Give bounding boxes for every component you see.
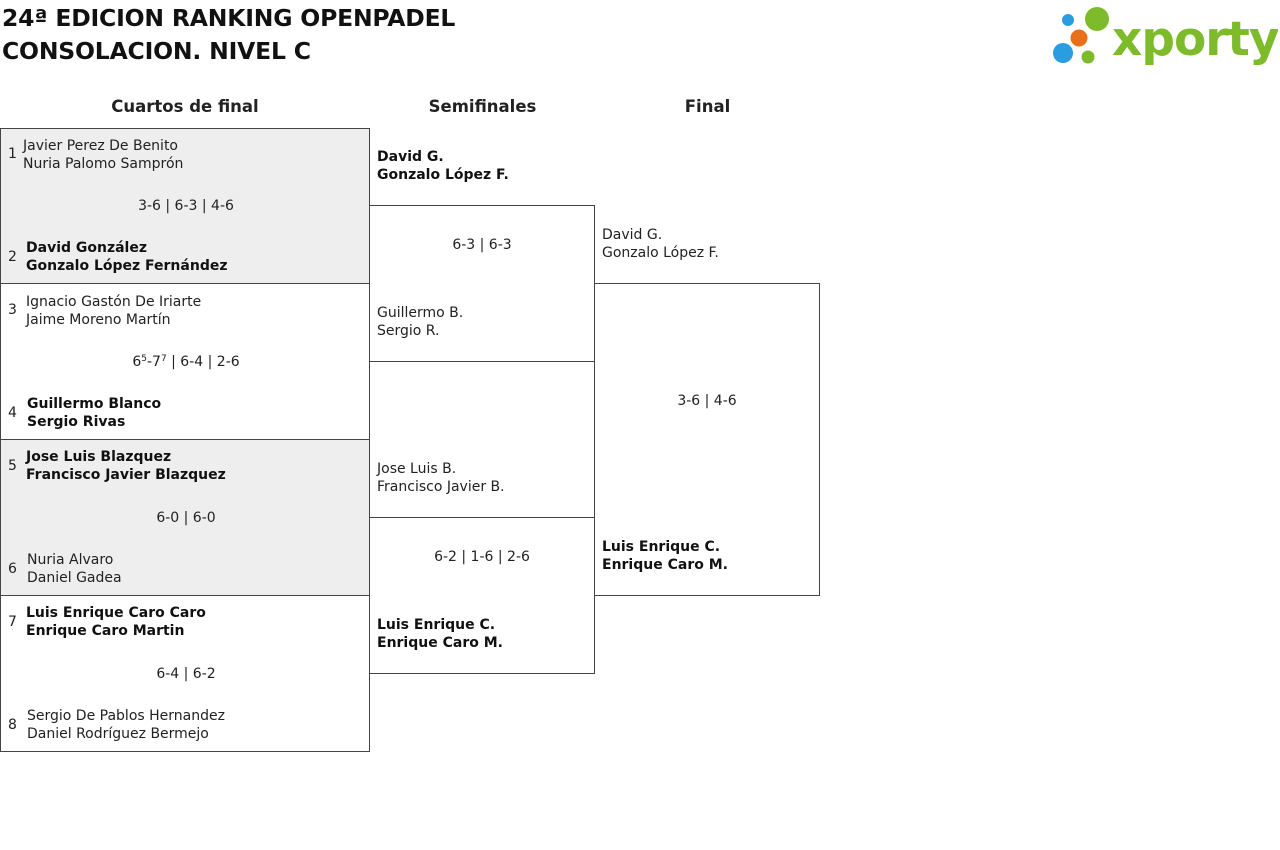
match-score: 65-77 | 6-4 | 2-6 — [132, 354, 240, 370]
player-name: David G. — [377, 149, 444, 165]
quarterfinal-match-4: 7 Luis Enrique Caro Caro Enrique Caro Ma… — [0, 595, 370, 752]
seed-number: 8 — [8, 717, 17, 733]
semifinal-match-1: 6-3 | 6-3 Guillermo B. Sergio R. — [369, 205, 595, 362]
player-name: Gonzalo López F. — [602, 245, 719, 261]
match-score: 3-6 | 4-6 — [677, 393, 737, 409]
player-name: Jose Luis Blazquez — [26, 449, 172, 465]
quarterfinal-match-1: 1 Javier Perez De Benito Nuria Palomo Sa… — [0, 128, 370, 284]
match-score: 6-4 | 6-2 — [156, 666, 216, 682]
final-team-bottom-winner: Luis Enrique C. Enrique Caro M. — [602, 538, 728, 574]
logo-text: xporty — [1112, 12, 1278, 67]
semifinal-2-team-bottom-winner: Luis Enrique C. Enrique Caro M. — [377, 616, 503, 652]
seed-number: 2 — [8, 249, 17, 265]
final-team-top: David G. Gonzalo López F. — [602, 226, 719, 262]
player-name: Luis Enrique C. — [602, 539, 721, 555]
player-name: Francisco Javier B. — [377, 479, 505, 495]
match-score: 6-2 | 1-6 | 2-6 — [434, 549, 530, 565]
player-name: Jaime Moreno Martín — [26, 312, 171, 328]
final-match: 3-6 | 4-6 Luis Enrique C. Enrique Caro M… — [594, 283, 820, 596]
player-name: Enrique Caro M. — [377, 635, 503, 651]
team-2-winner: David González Gonzalo López Fernández — [26, 239, 227, 275]
title-line-1: 24ª EDICION RANKING OPENPADEL — [2, 4, 456, 32]
seed-number: 3 — [8, 302, 17, 318]
seed-number: 7 — [8, 614, 17, 630]
semifinal-match-2: 6-2 | 1-6 | 2-6 Luis Enrique C. Enrique … — [369, 517, 595, 674]
player-name: Sergio Rivas — [27, 414, 126, 430]
semifinal-1-team-bottom: Guillermo B. Sergio R. — [377, 304, 463, 340]
round-header-semifinals: Semifinales — [428, 97, 537, 116]
match-score: 3-6 | 6-3 | 4-6 — [138, 198, 234, 214]
xporty-logo: xporty — [1050, 4, 1278, 68]
semifinal-2-team-top: Jose Luis B. Francisco Javier B. — [377, 460, 505, 496]
team-6: Nuria Alvaro Daniel Gadea — [27, 551, 122, 587]
team-3: Ignacio Gastón De Iriarte Jaime Moreno M… — [26, 293, 201, 329]
player-name: Ignacio Gastón De Iriarte — [26, 294, 202, 310]
team-8: Sergio De Pablos Hernandez Daniel Rodríg… — [27, 707, 225, 743]
player-name: Francisco Javier Blazquez — [26, 467, 226, 483]
page-title: 24ª EDICION RANKING OPENPADEL CONSOLACIO… — [2, 2, 455, 68]
player-name: Nuria Alvaro — [27, 552, 114, 568]
player-name: Javier Perez De Benito — [23, 138, 178, 154]
player-name: David González — [26, 240, 148, 256]
team-7-winner: Luis Enrique Caro Caro Enrique Caro Mart… — [26, 604, 206, 640]
title-line-2: CONSOLACION. NIVEL C — [2, 37, 311, 65]
team-4-winner: Guillermo Blanco Sergio Rivas — [27, 395, 161, 431]
player-name: Luis Enrique C. — [377, 617, 496, 633]
quarterfinal-match-2: 3 Ignacio Gastón De Iriarte Jaime Moreno… — [0, 283, 370, 440]
player-name: Jose Luis B. — [377, 461, 457, 477]
semifinal-1-team-top-winner: David G. Gonzalo López F. — [377, 148, 509, 184]
player-name: Guillermo Blanco — [27, 396, 162, 412]
player-name: Nuria Palomo Samprón — [23, 156, 184, 172]
match-score: 6-0 | 6-0 — [156, 510, 216, 526]
player-name: Daniel Gadea — [27, 570, 122, 586]
team-1: Javier Perez De Benito Nuria Palomo Samp… — [23, 137, 183, 173]
team-5-winner: Jose Luis Blazquez Francisco Javier Blaz… — [26, 448, 226, 484]
seed-number: 5 — [8, 458, 17, 474]
seed-number: 6 — [8, 561, 17, 577]
player-name: Daniel Rodríguez Bermejo — [27, 726, 209, 742]
player-name: Luis Enrique Caro Caro — [26, 605, 206, 621]
round-header-quarterfinals: Cuartos de final — [111, 97, 259, 116]
player-name: Guillermo B. — [377, 305, 464, 321]
player-name: Sergio R. — [377, 323, 440, 339]
player-name: Enrique Caro M. — [602, 557, 728, 573]
round-header-final: Final — [684, 97, 731, 116]
seed-number: 1 — [8, 146, 17, 162]
xporty-dots-logo-icon: xporty — [1053, 7, 1278, 67]
player-name: Enrique Caro Martin — [26, 623, 185, 639]
player-name: Gonzalo López Fernández — [26, 258, 228, 274]
player-name: Sergio De Pablos Hernandez — [27, 708, 225, 724]
player-name: David G. — [602, 227, 663, 243]
seed-number: 4 — [8, 405, 17, 421]
match-score: 6-3 | 6-3 — [452, 237, 512, 253]
player-name: Gonzalo López F. — [377, 167, 509, 183]
quarterfinal-match-3: 5 Jose Luis Blazquez Francisco Javier Bl… — [0, 439, 370, 596]
